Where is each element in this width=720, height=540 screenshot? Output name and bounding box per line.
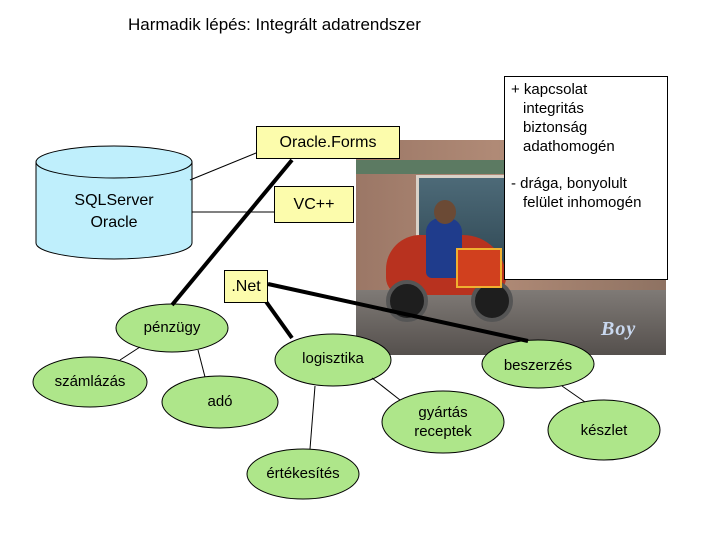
module-ado-label: adó	[207, 393, 233, 410]
module-gyartas-label-line2: receptek	[414, 423, 472, 440]
module-szamlazas	[32, 356, 148, 408]
slide-title: Harmadik lépés: Integrált adatrendszer	[128, 15, 421, 34]
note-spacer	[511, 156, 661, 174]
penzugy-to-ado-line	[197, 349, 206, 378]
dotnet-box: .Net	[224, 270, 268, 303]
vcpp-box: VC++	[274, 186, 354, 223]
module-beszerzes-label: beszerzés	[503, 357, 573, 374]
database-label: SQLServer Oracle	[36, 190, 192, 234]
module-ertekesites-label: értékesítés	[266, 465, 340, 482]
module-szamlazas-label: számlázás	[54, 373, 126, 390]
con-item-1: - drága, bonyolult	[511, 175, 627, 192]
photo-pizza-box	[456, 248, 502, 288]
pro-item-4: adathomogén	[523, 138, 615, 155]
module-penzugy-label: pénzügy	[143, 319, 201, 336]
pros-cons-note: + kapcsolat integritás biztonság adathom…	[504, 76, 668, 280]
module-beszerzes	[481, 339, 595, 389]
module-logisztika-label: logisztika	[302, 350, 364, 367]
pro-item-2: integritás	[523, 100, 584, 117]
pro-item-3: biztonság	[523, 119, 588, 136]
beszerzes-to-keszlet-line	[561, 385, 586, 403]
module-ertekesites	[246, 448, 360, 500]
module-gyartas-label: gyártás receptek	[382, 403, 504, 441]
module-gyartas-label-line1: gyártás	[418, 404, 468, 421]
photo-rider-head	[434, 200, 456, 224]
logisztika-to-ertekesites-line	[309, 385, 316, 450]
database-cylinder	[35, 145, 193, 260]
dotnet-to-beszerzes-line	[267, 282, 529, 343]
oracleforms-to-penzugy-line	[170, 158, 294, 307]
photo-logo: Boy	[601, 318, 637, 340]
database-label-line2: Oracle	[90, 214, 138, 231]
module-ado	[161, 375, 279, 429]
module-keszlet	[547, 399, 661, 461]
pro-item-1: + kapcsolat	[511, 81, 588, 98]
module-logisztika	[274, 333, 392, 387]
penzugy-to-szamlazas-line	[119, 346, 141, 361]
con-item-2: felület inhomogén	[523, 194, 642, 211]
scooter-photo: Boy	[356, 140, 666, 355]
module-keszlet-label: készlet	[580, 422, 628, 439]
dotnet-to-logisztika-line	[260, 294, 294, 340]
module-gyartas	[381, 390, 505, 454]
logisztika-to-gyartas-line	[371, 377, 401, 401]
db-to-oracleforms-line	[189, 152, 257, 181]
database-label-line1: SQLServer	[74, 192, 154, 209]
oracle-forms-box: Oracle.Forms	[256, 126, 400, 159]
